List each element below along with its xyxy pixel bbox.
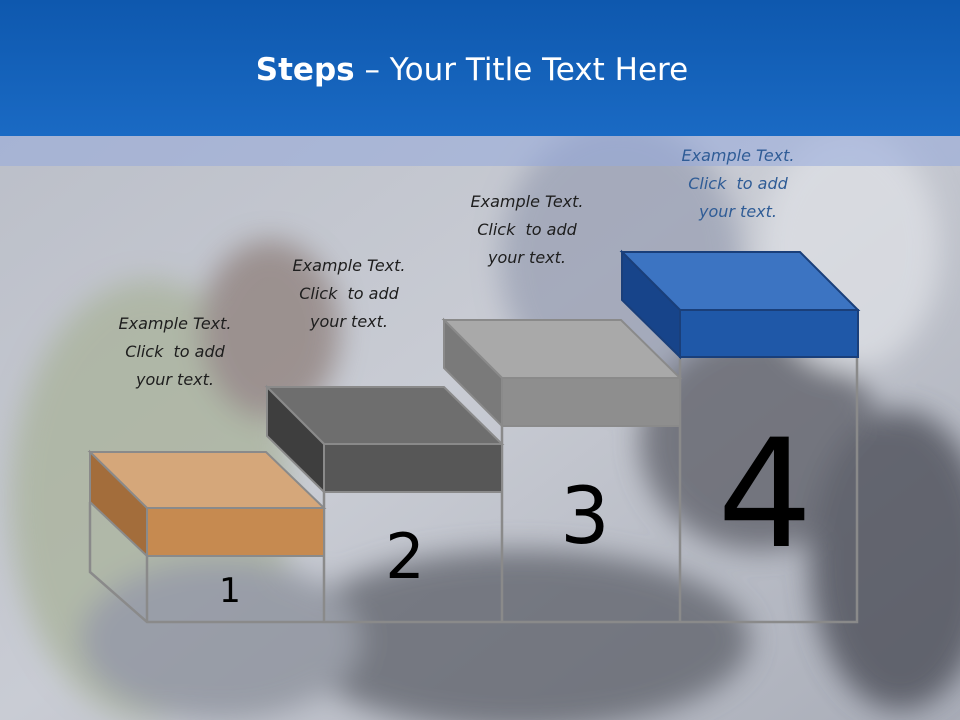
step-3-caption-line1: Example Text.	[470, 192, 584, 211]
step-3-front	[501, 377, 681, 427]
title-bold: Steps	[255, 52, 355, 88]
step-2-caption-line2: Click to add	[299, 284, 399, 303]
title-bar	[0, 0, 960, 136]
slide-title[interactable]: Steps – Your Title Text Here	[0, 52, 944, 88]
step-1-number: 1	[219, 571, 241, 611]
step-4-block[interactable]	[619, 249, 861, 360]
step-2-caption-line1: Example Text.	[292, 256, 406, 275]
step-4-front	[679, 309, 859, 358]
step-3-caption-line2: Click to add	[477, 220, 577, 239]
step-3-number: 3	[560, 472, 610, 562]
header-band	[0, 136, 960, 166]
step-2-caption-line3: your text.	[309, 312, 388, 331]
step-3-caption[interactable]: Example Text. Click to add your text.	[437, 188, 617, 272]
step-4-caption-line1: Example Text.	[681, 146, 795, 165]
step-3-block[interactable]	[441, 317, 683, 429]
step-4-number: 4	[717, 408, 813, 582]
step-2-block[interactable]	[264, 384, 505, 495]
step-2-front	[323, 443, 503, 493]
step-4-caption[interactable]: Example Text. Click to add your text.	[648, 142, 828, 226]
step-2-number: 2	[385, 520, 425, 593]
step-1-caption-line2: Click to add	[125, 342, 225, 361]
step-3-caption-line3: your text.	[487, 248, 566, 267]
step-4-caption-line2: Click to add	[688, 174, 788, 193]
title-rest: – Your Title Text Here	[354, 52, 689, 88]
step-4-caption-line3: your text.	[698, 202, 777, 221]
step-1-caption-line3: your text.	[135, 370, 214, 389]
step-2-caption[interactable]: Example Text. Click to add your text.	[259, 252, 439, 336]
step-1-block[interactable]	[87, 449, 327, 559]
step-1-caption-line1: Example Text.	[118, 314, 232, 333]
step-1-front	[146, 507, 325, 557]
step-1-caption[interactable]: Example Text. Click to add your text.	[85, 310, 265, 394]
